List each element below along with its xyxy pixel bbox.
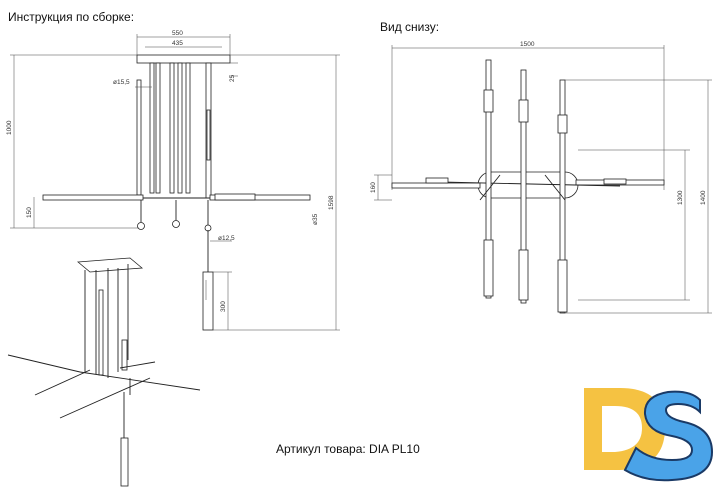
dim-25: 25 bbox=[229, 74, 236, 82]
bottom-view: 1500 160 1300 bbox=[370, 41, 712, 314]
bottom-view-title: Вид снизу: bbox=[380, 20, 440, 34]
dim-300: 300 bbox=[220, 301, 227, 312]
canopy bbox=[136, 54, 231, 64]
dim-435: 435 bbox=[172, 40, 183, 47]
dim-d12-5: ø12,5 bbox=[218, 235, 235, 242]
dim-550: 550 bbox=[172, 30, 183, 37]
dim-1400: 1400 bbox=[700, 190, 707, 205]
dim-150: 150 bbox=[26, 207, 33, 218]
dim-1598: 1598 bbox=[328, 195, 335, 210]
dim-1000: 1000 bbox=[6, 120, 13, 135]
vertical-lamps bbox=[479, 59, 568, 314]
dim-1500: 1500 bbox=[520, 41, 535, 48]
drop-pendant bbox=[202, 230, 214, 331]
article-label: Артикул товара: DIA PL10 bbox=[276, 442, 420, 456]
horizontal-arm bbox=[42, 193, 311, 201]
isometric-view bbox=[7, 257, 201, 487]
dim-1300: 1300 bbox=[677, 190, 684, 205]
assembly-title: Инструкция по сборке: bbox=[8, 10, 135, 24]
suspension-rods bbox=[136, 62, 212, 199]
ds-logo bbox=[584, 388, 714, 482]
dim-d15-5: ø15,5 bbox=[113, 79, 130, 86]
stem-heads bbox=[137, 200, 212, 232]
dim-d35: ø35 bbox=[312, 213, 319, 225]
front-view: 550 435 ø15,5 25 1000 bbox=[6, 30, 340, 331]
dim-160: 160 bbox=[370, 182, 377, 193]
logo-letter-s bbox=[623, 390, 714, 482]
